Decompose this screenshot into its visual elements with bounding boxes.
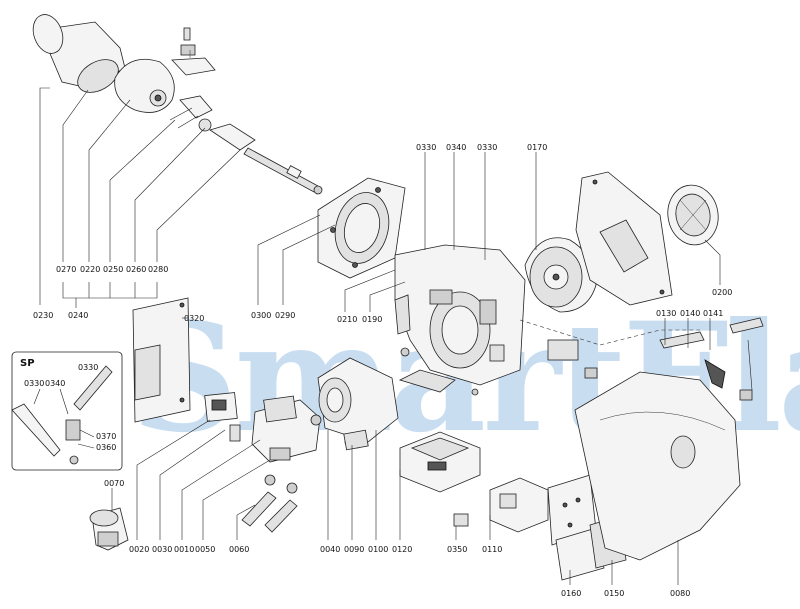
label-0170: 0170 xyxy=(527,143,547,152)
label-0240: 0240 xyxy=(68,311,88,320)
label-0030: 0030 xyxy=(152,545,172,554)
label-0250: 0250 xyxy=(103,265,123,274)
label-0050: 0050 xyxy=(195,545,215,554)
label-0080: 0080 xyxy=(670,589,690,598)
label-0300: 0300 xyxy=(251,311,271,320)
small-fittings-part xyxy=(398,339,598,396)
label-0130: 0130 xyxy=(656,309,676,318)
mounting-bracket-part xyxy=(132,297,191,423)
inspection-cover-part xyxy=(667,184,719,246)
solenoid-coil-part xyxy=(204,392,241,442)
label-0320: 0320 xyxy=(184,314,204,323)
main-housing-part xyxy=(394,244,526,386)
nozzle-lance-part xyxy=(209,123,323,195)
label-0210: 0210 xyxy=(337,315,357,324)
cylinder-part xyxy=(32,14,126,93)
label-0040: 0040 xyxy=(320,545,340,554)
ignition-transformer-part xyxy=(489,477,549,533)
leader-lines xyxy=(39,87,721,585)
label-0230: 0230 xyxy=(33,311,53,320)
label-0330-top-b: 0330 xyxy=(477,143,497,152)
sp-label-0340: 0340 xyxy=(45,379,65,388)
dome-cap-part xyxy=(114,58,175,113)
label-0110: 0110 xyxy=(482,545,502,554)
fuel-hoses-part xyxy=(241,474,298,533)
electrode-assembly-part xyxy=(169,95,213,132)
label-0330-top-a: 0330 xyxy=(416,143,436,152)
oil-pump-part xyxy=(251,395,322,463)
label-0290: 0290 xyxy=(275,311,295,320)
sp-label-0330-b: 0330 xyxy=(24,379,44,388)
label-0190: 0190 xyxy=(362,315,382,324)
label-0090: 0090 xyxy=(344,545,364,554)
label-0140: 0140 xyxy=(680,309,700,318)
label-0200: 0200 xyxy=(712,288,732,297)
bracket-assembly-part xyxy=(171,27,216,76)
sp-label-0360: 0360 xyxy=(96,443,116,452)
label-0350: 0350 xyxy=(447,545,467,554)
label-0160: 0160 xyxy=(561,589,581,598)
label-0340-top: 0340 xyxy=(446,143,466,152)
label-0120: 0120 xyxy=(392,545,412,554)
label-0060: 0060 xyxy=(229,545,249,554)
sp-title: SP xyxy=(20,358,35,369)
sp-label-0370: 0370 xyxy=(96,432,116,441)
label-0280: 0280 xyxy=(148,265,168,274)
fan-wheel-part xyxy=(524,237,597,313)
sp-inset: SP 0330 0330 0340 0370 0360 xyxy=(11,351,123,471)
label-0260: 0260 xyxy=(126,265,146,274)
label-0020: 0020 xyxy=(129,545,149,554)
label-0141: 0141 xyxy=(703,309,723,318)
fan-housing-part xyxy=(575,171,673,306)
photocell-assembly-part xyxy=(659,317,764,401)
label-0010: 0010 xyxy=(174,545,194,554)
part-labels: 0230 0270 0220 0250 0260 0280 0240 0330 … xyxy=(33,143,732,598)
label-0270: 0270 xyxy=(56,265,76,274)
label-0070: 0070 xyxy=(104,479,124,488)
sp-label-0330-a: 0330 xyxy=(78,363,98,372)
flange-ring-part xyxy=(317,177,406,279)
oil-filter-part xyxy=(89,507,129,551)
motor-part xyxy=(317,357,399,451)
parts-group xyxy=(32,14,764,581)
burner-cover-part xyxy=(574,371,741,561)
label-0150: 0150 xyxy=(604,589,624,598)
label-0220: 0220 xyxy=(80,265,100,274)
label-0100: 0100 xyxy=(368,545,388,554)
small-plug-part xyxy=(453,513,469,527)
